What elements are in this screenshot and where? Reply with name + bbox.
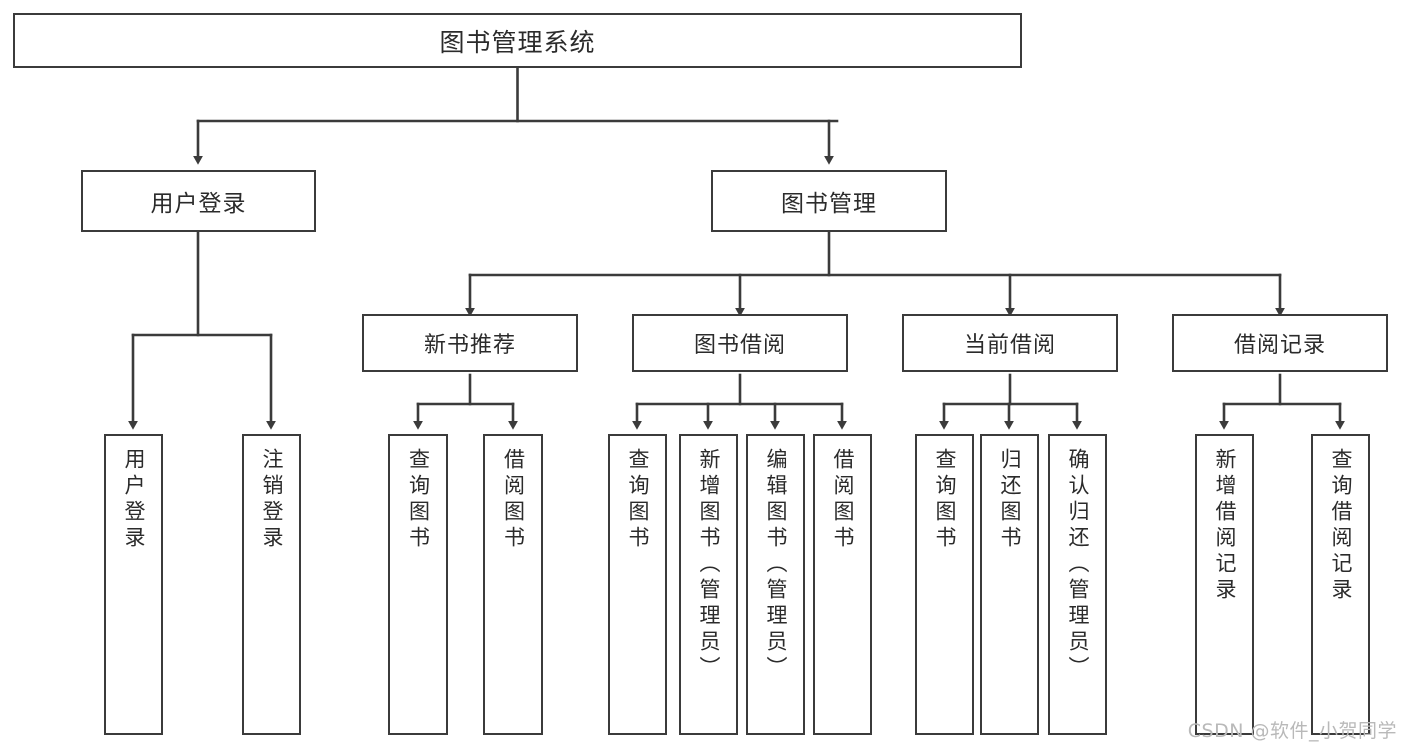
leaf-add-book-label: 新增图书（管理员） [697,448,721,682]
leaf-confirm-return[interactable]: 确认归还（管理员） [1048,434,1107,735]
node-user-login[interactable]: 用户登录 [81,170,316,232]
node-current-borrow-label: 当前借阅 [963,333,1056,358]
leaf-user-logout-label: 注销登录 [260,448,284,552]
node-book-manage[interactable]: 图书管理 [711,170,947,232]
leaf-add-record[interactable]: 新增借阅记录 [1195,434,1254,735]
leaf-borrow-book-2[interactable]: 借阅图书 [813,434,872,735]
leaf-query-book-3[interactable]: 查询图书 [915,434,974,735]
node-borrow-record-label: 借阅记录 [1233,333,1326,358]
node-borrow-record[interactable]: 借阅记录 [1172,314,1388,372]
leaf-return-book-label: 归还图书 [998,448,1022,552]
node-book-borrow[interactable]: 图书借阅 [632,314,848,372]
leaf-query-record-label: 查询借阅记录 [1329,448,1353,604]
node-book-borrow-label: 图书借阅 [693,333,786,358]
leaf-borrow-book-2-label: 借阅图书 [831,448,855,552]
node-current-borrow[interactable]: 当前借阅 [902,314,1118,372]
leaf-borrow-book-1[interactable]: 借阅图书 [483,434,543,735]
node-user-login-label: 用户登录 [150,191,247,217]
node-new-book-rec[interactable]: 新书推荐 [362,314,578,372]
node-root-system-label: 图书管理系统 [439,27,596,57]
leaf-query-book-1[interactable]: 查询图书 [388,434,448,735]
leaf-confirm-return-label: 确认归还（管理员） [1066,448,1090,682]
leaf-return-book[interactable]: 归还图书 [980,434,1039,735]
leaf-user-logout[interactable]: 注销登录 [242,434,301,735]
leaf-user-login-label: 用户登录 [122,448,146,552]
leaf-query-book-1-label: 查询图书 [406,448,431,552]
node-root-system[interactable]: 图书管理系统 [13,13,1022,68]
leaf-add-book[interactable]: 新增图书（管理员） [679,434,738,735]
leaf-edit-book-label: 编辑图书（管理员） [764,448,788,682]
leaf-user-login[interactable]: 用户登录 [104,434,163,735]
leaf-edit-book[interactable]: 编辑图书（管理员） [746,434,805,735]
node-book-manage-label: 图书管理 [781,191,877,217]
leaf-query-book-2[interactable]: 查询图书 [608,434,667,735]
leaf-query-book-3-label: 查询图书 [933,448,957,552]
csdn-watermark: CSDN @软件_小贺同学 [1187,720,1397,742]
leaf-query-record[interactable]: 查询借阅记录 [1311,434,1370,735]
node-new-book-rec-label: 新书推荐 [423,333,516,358]
leaf-add-record-label: 新增借阅记录 [1213,448,1237,604]
leaf-borrow-book-1-label: 借阅图书 [501,448,526,552]
leaf-query-book-2-label: 查询图书 [626,448,650,552]
